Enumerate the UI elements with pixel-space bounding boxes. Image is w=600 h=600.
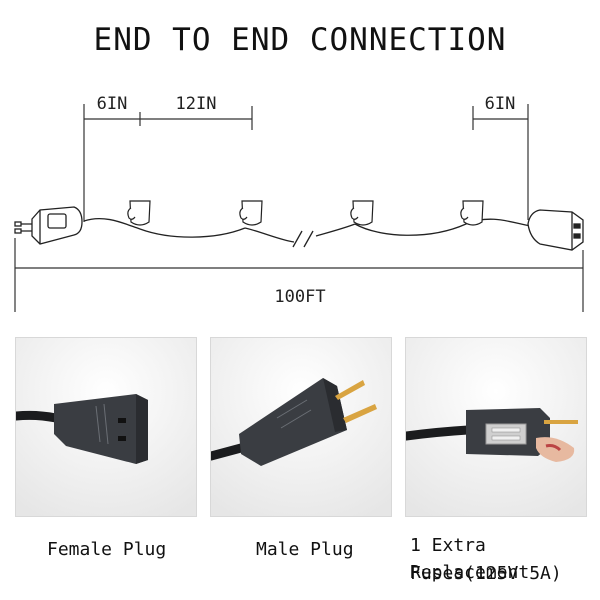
female-plug-drawing [527, 209, 584, 251]
male-plug-photo [210, 337, 392, 517]
bulb-socket [127, 200, 151, 226]
bulb-socket [350, 200, 374, 226]
female-plug-caption: Female Plug [47, 539, 167, 560]
string-light-diagram: 6IN 12IN 6IN [14, 94, 584, 312]
right-lead-dimension: 6IN [472, 94, 529, 220]
right-lead-label: 6IN [485, 94, 516, 114]
bulb-socket [239, 200, 263, 226]
fuse-photo [405, 337, 587, 517]
left-lead-label: 6IN [97, 94, 128, 114]
spacing-label: 12IN [176, 94, 217, 114]
diagram-title: END TO END CONNECTION [93, 22, 507, 58]
light-string-wire [83, 217, 531, 243]
break-mark [292, 230, 314, 248]
fuse-caption-line2: Fuses(125V 5A) [410, 563, 562, 584]
male-plug-caption: Male Plug [256, 539, 354, 560]
spacing-dimension: 12IN [140, 94, 253, 130]
male-plug-drawing [14, 206, 83, 245]
total-length-label: 100FT [274, 287, 325, 307]
left-lead-dimension: 6IN [83, 94, 141, 222]
total-length-dimension: 100FT [14, 238, 584, 312]
female-plug-photo [15, 337, 197, 517]
bulb-socket [460, 200, 484, 226]
fuse-caption-line1: 1 Extra Replacement [410, 535, 530, 583]
